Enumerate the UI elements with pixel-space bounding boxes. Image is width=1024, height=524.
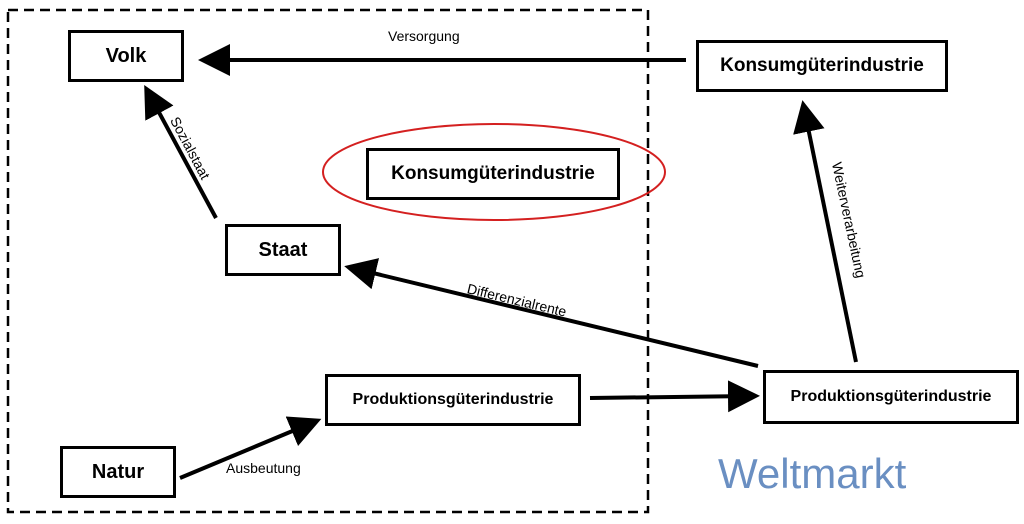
node-konsum-outer: Konsumgüterindustrie (696, 40, 948, 92)
node-konsum-inner-label: Konsumgüterindustrie (391, 163, 595, 184)
node-volk: Volk (68, 30, 184, 82)
arrow-ausbeutung (179, 416, 322, 480)
node-staat-label: Staat (258, 238, 308, 261)
node-natur-label: Natur (91, 460, 145, 483)
arrow-sozialstaat (144, 84, 218, 219)
node-staat: Staat (225, 224, 341, 276)
edge-label-versorgung: Versorgung (388, 28, 460, 44)
region-label-weltmarkt: Weltmarkt (718, 450, 907, 497)
edge-label-ausbeutung: Ausbeutung (226, 460, 301, 476)
node-produktion-outer: Produktionsgüterindustrie (763, 370, 1019, 424)
arrow-produktion-export (589, 380, 760, 413)
node-produktion-inner-label: Produktionsgüterindustrie (352, 391, 554, 408)
node-konsum-outer-label: Konsumgüterindustrie (720, 55, 924, 76)
node-konsum-inner: Konsumgüterindustrie (366, 148, 620, 200)
node-volk-label: Volk (105, 44, 147, 67)
highlight-ellipse (322, 123, 666, 221)
arrow-differenzialrente (344, 258, 759, 368)
node-produktion-outer-label: Produktionsgüterindustrie (790, 388, 992, 405)
arrow-weiterverarbeitung (793, 100, 858, 363)
national-boundary (6, 8, 650, 514)
node-produktion-inner: Produktionsgüterindustrie (325, 374, 581, 426)
node-natur: Natur (60, 446, 176, 498)
